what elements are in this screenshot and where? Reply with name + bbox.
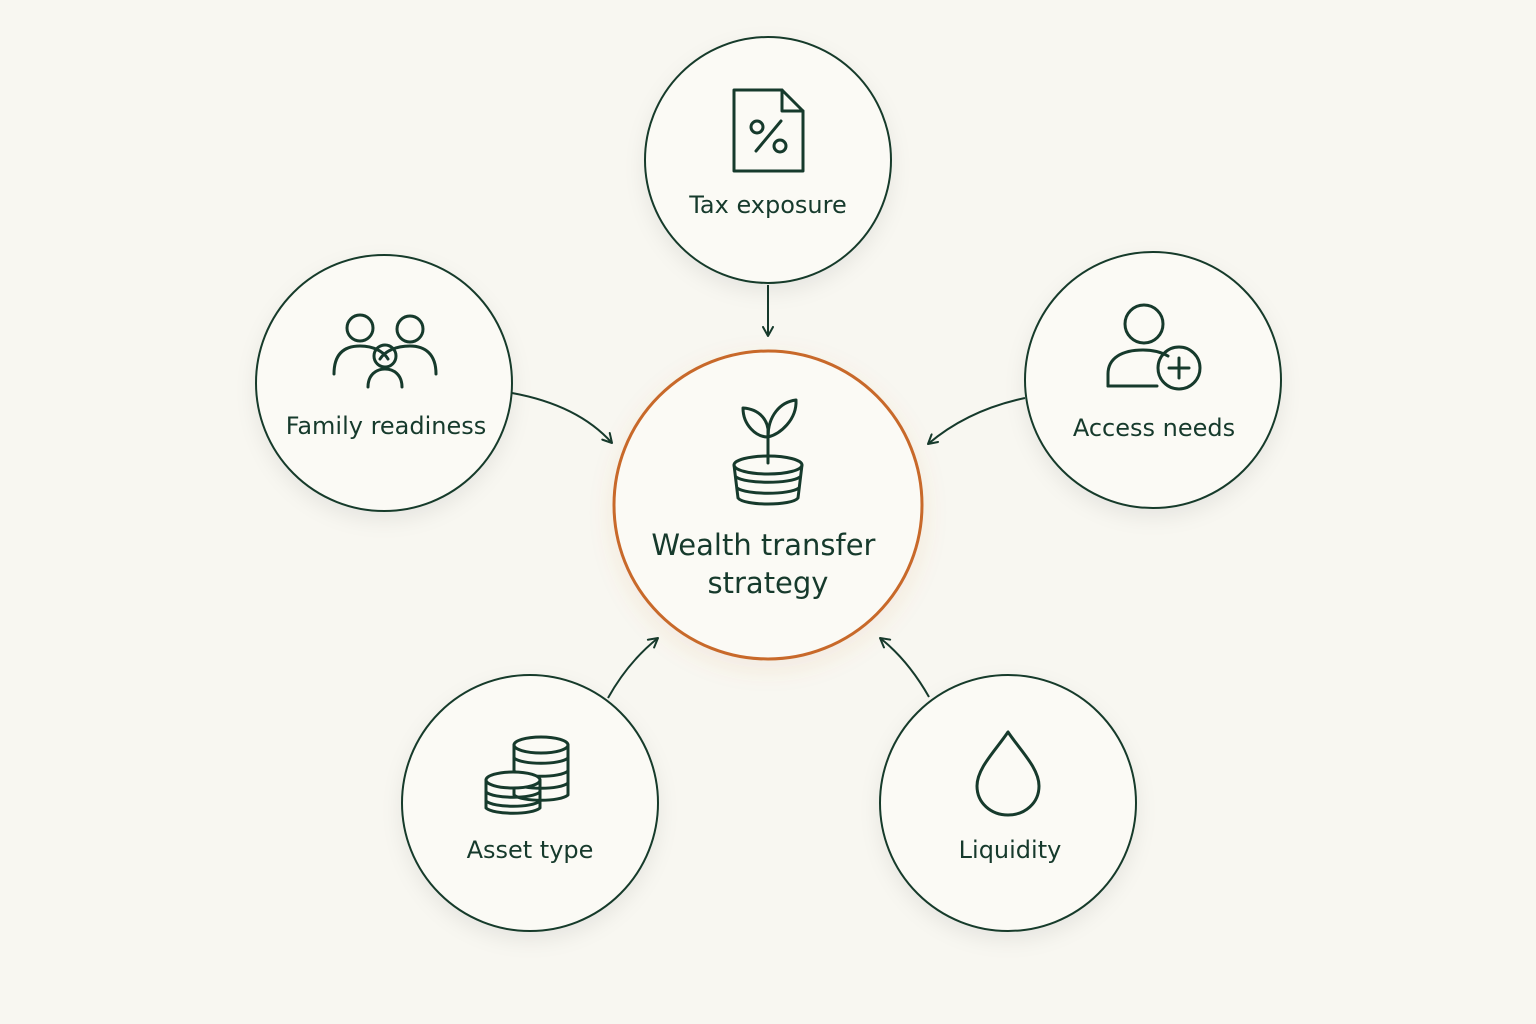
factor-label-liquidity: Liquidity — [959, 836, 1062, 864]
factor-label-family-readiness: Family readiness — [286, 412, 487, 440]
factor-circle-family-readiness — [255, 254, 513, 512]
factor-circle-tax-exposure — [644, 36, 892, 284]
plant-coin-stack-icon — [732, 398, 804, 506]
arrow-asset-to-center — [607, 637, 659, 699]
person-add-icon — [1106, 303, 1202, 391]
factor-circle-access-needs — [1024, 251, 1282, 509]
family-icon — [332, 313, 438, 389]
factor-label-asset-type: Asset type — [467, 836, 594, 864]
center-label-line2: strategy — [708, 566, 829, 600]
factor-circle-asset-type — [401, 674, 659, 932]
factor-node-family-readiness: Family readiness — [255, 254, 513, 512]
factor-label-access-needs: Access needs — [1073, 414, 1235, 442]
factor-label-tax-exposure: Tax exposure — [688, 191, 847, 219]
connectors — [511, 285, 1026, 699]
tax-document-icon — [732, 88, 805, 173]
factor-circle-liquidity — [879, 674, 1137, 932]
arrow-access-to-center — [927, 397, 1026, 445]
coin-stacks-icon — [484, 735, 570, 815]
arrow-family-to-center — [511, 392, 613, 444]
center-label-line1: Wealth transfer — [651, 528, 875, 562]
factor-node-liquidity: Liquidity — [879, 674, 1137, 932]
arrow-liquidity-to-center — [879, 637, 930, 698]
svg-text:Wealth transfer strategy: Wealth transfer strategy — [651, 528, 884, 600]
factor-node-tax-exposure: Tax exposure — [644, 36, 892, 284]
droplet-icon — [975, 730, 1041, 817]
factor-node-access-needs: Access needs — [1024, 251, 1282, 509]
center-node: Wealth transfer strategy — [612, 349, 924, 661]
factor-node-asset-type: Asset type — [401, 674, 659, 932]
